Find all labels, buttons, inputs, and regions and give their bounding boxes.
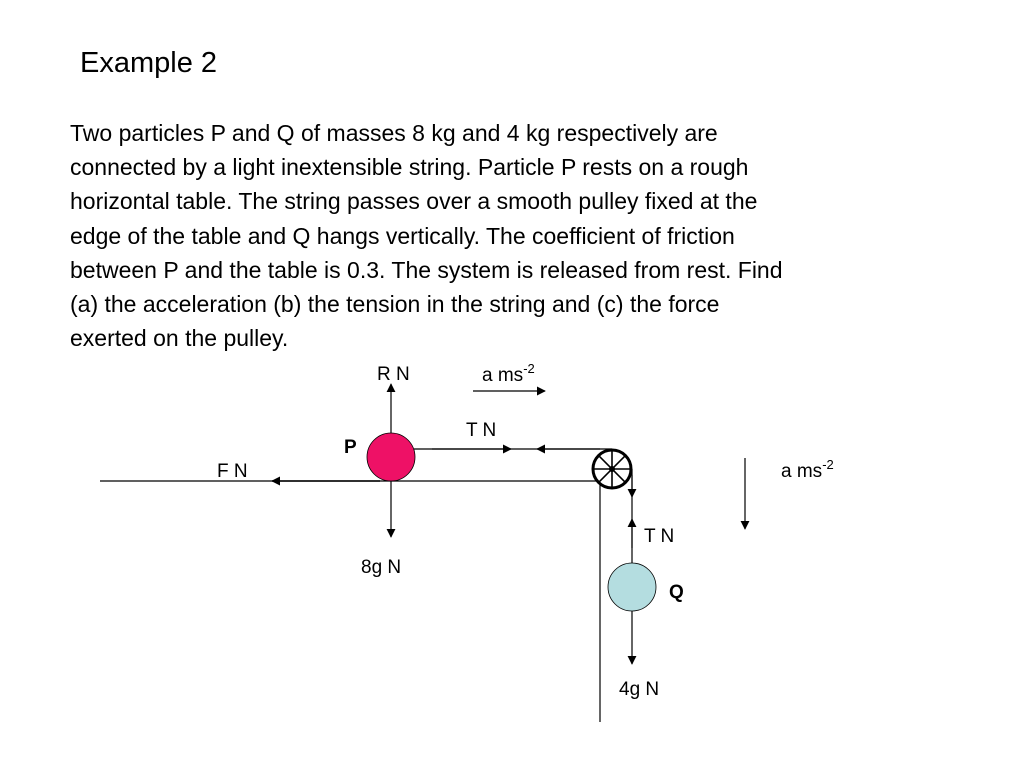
- weight-p-label: 8g N: [361, 557, 401, 578]
- problem-line: Two particles P and Q of masses 8 kg and…: [70, 120, 718, 146]
- friction-label: F N: [217, 461, 248, 482]
- problem-line: connected by a light inextensible string…: [70, 154, 749, 181]
- tension-vertical-label: T N: [644, 526, 674, 547]
- weight-q-label: 4g N: [619, 679, 659, 700]
- acceleration-vertical-label: a ms-2: [781, 457, 834, 482]
- problem-statement: Two particles P and Q of masses 8 kg and…: [70, 116, 970, 355]
- particle-q: [607, 562, 657, 612]
- tension-horizontal-label: T N: [466, 420, 496, 441]
- pulley: [591, 448, 633, 490]
- particle-p: [366, 432, 416, 482]
- slide-title: Example 2: [80, 47, 218, 79]
- problem-line: (a) the acceleration (b) the tension in …: [70, 291, 720, 318]
- particle-q-label: Q: [669, 582, 684, 603]
- problem-line: between P and the table is 0.3. The syst…: [70, 256, 783, 283]
- particle-p-label: P: [344, 437, 357, 458]
- problem-line: horizontal table. The string passes over…: [70, 188, 758, 215]
- problem-line: edge of the table and Q hangs vertically…: [70, 222, 735, 249]
- reaction-label: R N: [377, 364, 410, 385]
- acceleration-horizontal-label: a ms-2: [482, 361, 535, 386]
- problem-line: exerted on the pulley.: [70, 325, 289, 352]
